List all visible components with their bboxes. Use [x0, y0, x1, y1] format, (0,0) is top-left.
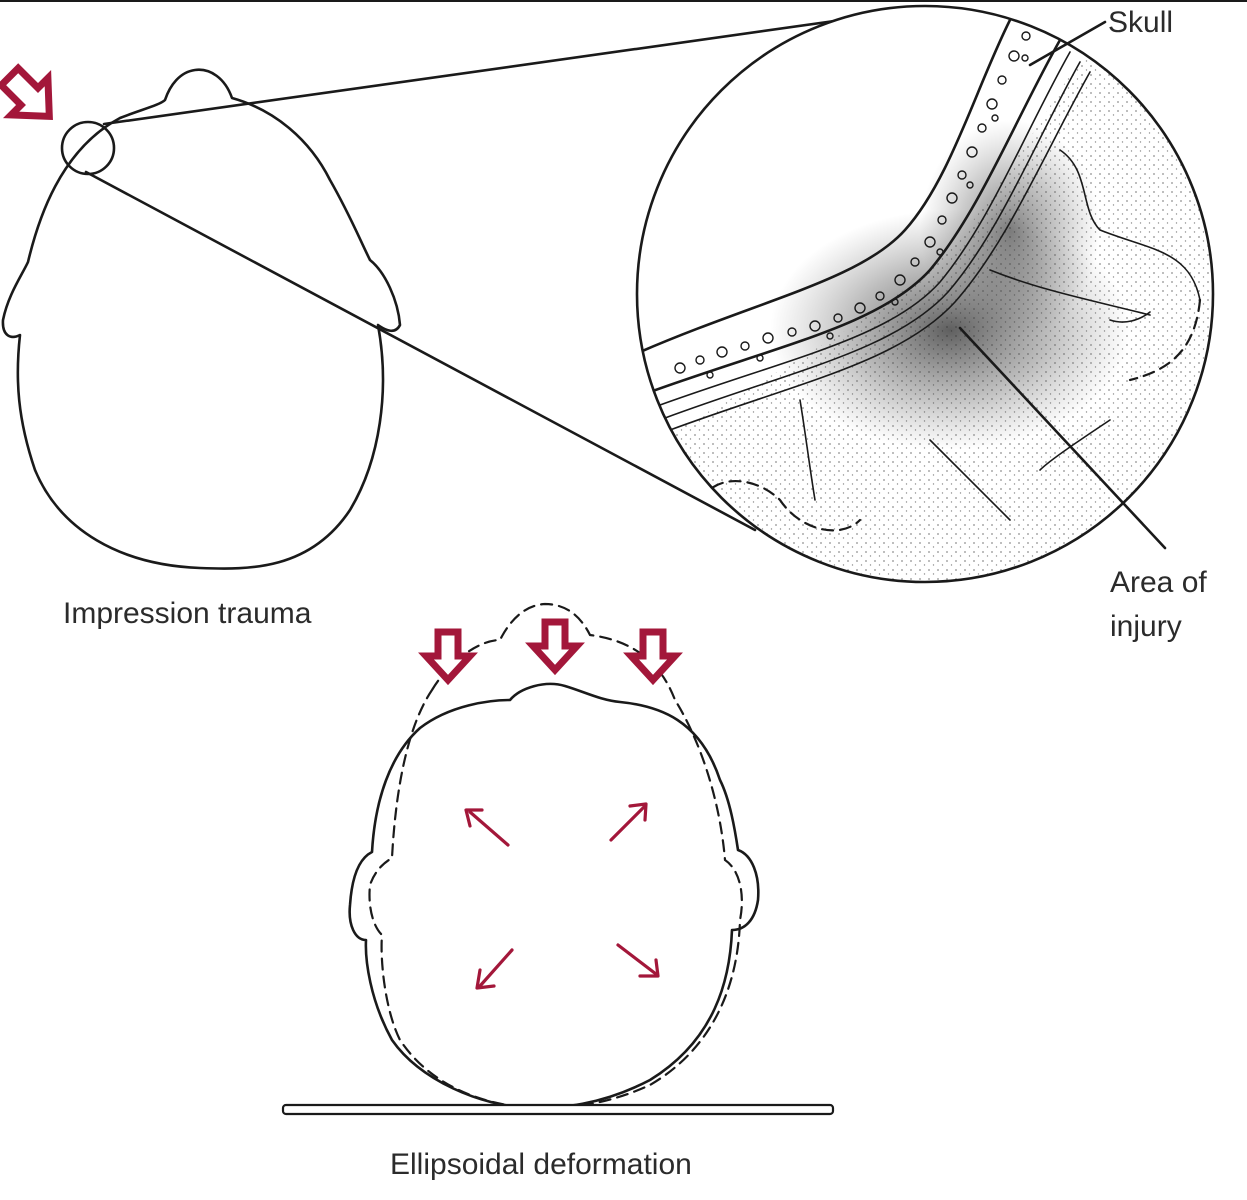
area-of-injury-label-line2: injury — [1110, 610, 1182, 643]
skull-label: Skull — [1108, 6, 1173, 39]
compression-arrow-left-icon — [418, 628, 478, 686]
zoom-line-bottom — [84, 170, 757, 532]
injury-leader-line — [958, 326, 1167, 550]
expansion-arrow-upper-right-icon — [609, 802, 648, 842]
compression-arrow-right-icon — [623, 628, 683, 686]
skull-leader-line — [1028, 20, 1107, 67]
top-view-head-impression — [1, 68, 402, 570]
expansion-arrow-lower-left-icon — [475, 948, 514, 990]
impact-arrow-icon — [0, 63, 53, 120]
compression-arrow-center-icon — [525, 618, 585, 676]
top-view-head-deformation — [348, 602, 760, 1110]
impact-circle — [60, 120, 116, 176]
zoom-line-top — [102, 14, 872, 126]
area-of-injury-label-line1: Area of — [1110, 566, 1207, 599]
ground-surface — [281, 1103, 835, 1116]
magnified-injury-view — [635, 4, 1215, 584]
expansion-arrow-upper-left-icon — [464, 808, 510, 847]
ellipsoidal-deformation-caption: Ellipsoidal deformation — [390, 1148, 692, 1181]
expansion-arrow-lower-right-icon — [616, 943, 660, 978]
impression-trauma-caption: Impression trauma — [63, 597, 312, 630]
